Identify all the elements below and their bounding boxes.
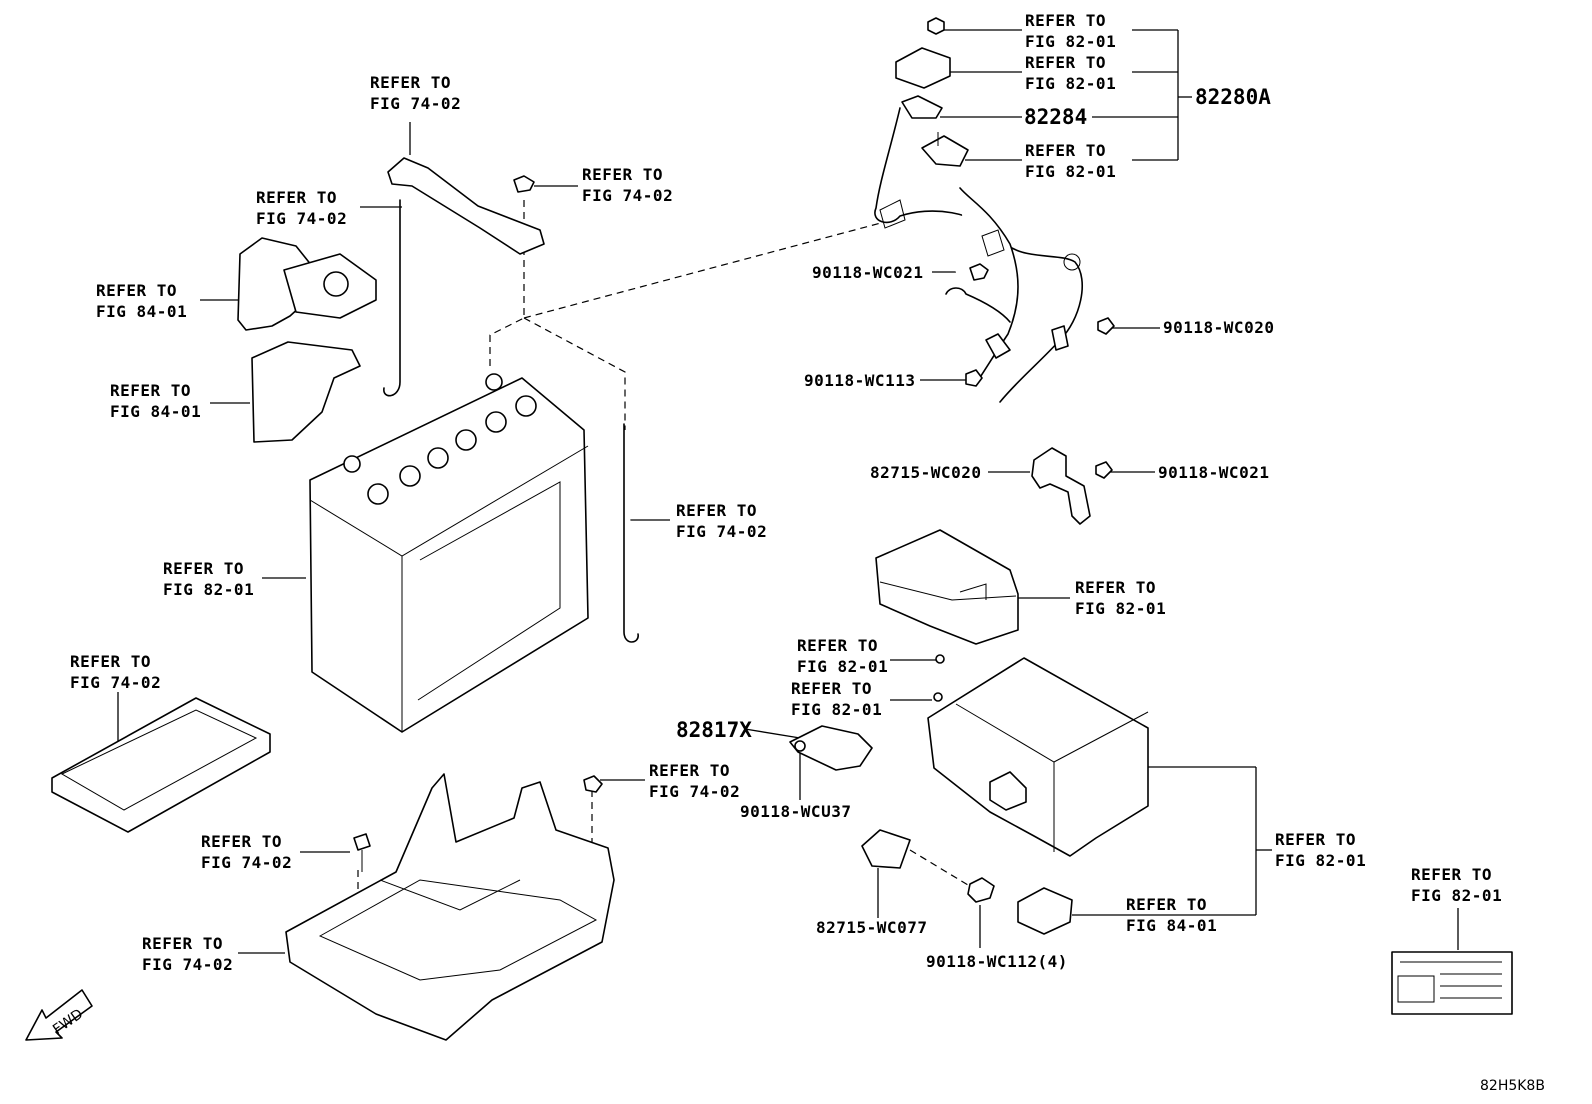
bolt-wc112-drawing — [967, 877, 995, 903]
ref-label-10a: REFER TO — [163, 559, 244, 578]
labels: REFER TO FIG 82-01 REFER TO FIG 82-01 RE… — [70, 11, 1545, 1094]
ref-label-13b: FIG 82-01 — [791, 700, 882, 719]
ref-label-20a: REFER TO — [1411, 865, 1492, 884]
ref-label-6b: FIG 74-02 — [256, 209, 347, 228]
connector-drawing — [1017, 887, 1073, 935]
part-90118-wc020: 90118-WC020 — [1163, 318, 1274, 337]
battery-terminal-caps — [343, 373, 537, 505]
ref-label-11b: FIG 82-01 — [1075, 599, 1166, 618]
bracket-82715-wc020-drawing — [1031, 447, 1091, 525]
leader-lines — [117, 29, 1459, 954]
part-90118-wcu37: 90118-WCU37 — [740, 802, 851, 821]
ref-label-15a: REFER TO — [649, 761, 730, 780]
diagram-code: 82H5K8B — [1480, 1078, 1545, 1094]
ref-label-1b: FIG 82-01 — [1025, 32, 1116, 51]
nut-icon-b — [933, 692, 943, 702]
battery-tray-drawing — [51, 697, 271, 833]
ref-label-15b: FIG 74-02 — [649, 782, 740, 801]
ref-label-11a: REFER TO — [1075, 578, 1156, 597]
ref-label-14b: FIG 74-02 — [70, 673, 161, 692]
ecu-cover-drawing — [875, 529, 1019, 645]
bracket-82715-wc077-drawing — [861, 829, 911, 869]
ref-label-8a: REFER TO — [110, 381, 191, 400]
part-82284: 82284 — [1024, 105, 1087, 129]
ref-label-5b: FIG 74-02 — [582, 186, 673, 205]
ref-label-4b: FIG 74-02 — [370, 94, 461, 113]
part-90118-wc021-b: 90118-WC021 — [1158, 463, 1269, 482]
ref-label-17a: REFER TO — [142, 934, 223, 953]
clip-bolt-icon — [794, 740, 806, 752]
part-90118-wc021-a: 90118-WC021 — [812, 263, 923, 282]
ref-label-8b: FIG 84-01 — [110, 402, 201, 421]
ref-label-17b: FIG 74-02 — [142, 955, 233, 974]
ref-label-14a: REFER TO — [70, 652, 151, 671]
part-82715-wc077: 82715-WC077 — [816, 918, 927, 937]
bolt-icons-right — [965, 263, 1115, 479]
ref-label-4a: REFER TO — [370, 73, 451, 92]
fwd-arrow-icon: FWD — [25, 989, 93, 1041]
ecu-main-drawing — [927, 657, 1149, 857]
ref-label-3b: FIG 82-01 — [1025, 162, 1116, 181]
battery-drawing — [309, 373, 589, 733]
hold-down-clamp-drawing — [383, 157, 639, 643]
ref-label-9a: REFER TO — [676, 501, 757, 520]
ref-label-7b: FIG 84-01 — [96, 302, 187, 321]
ref-label-5a: REFER TO — [582, 165, 663, 184]
ref-label-16a: REFER TO — [201, 832, 282, 851]
ref-label-19b: FIG 84-01 — [1126, 916, 1217, 935]
ref-label-2a: REFER TO — [1025, 53, 1106, 72]
ref-label-9b: FIG 74-02 — [676, 522, 767, 541]
clip-82817x-drawing — [789, 725, 873, 771]
ref-label-18b: FIG 82-01 — [1275, 851, 1366, 870]
fuse-block-drawing — [237, 237, 377, 443]
part-82817x: 82817X — [676, 718, 752, 742]
ref-label-16b: FIG 74-02 — [201, 853, 292, 872]
ref-label-10b: FIG 82-01 — [163, 580, 254, 599]
ref-label-1a: REFER TO — [1025, 11, 1106, 30]
ref-label-20b: FIG 82-01 — [1411, 886, 1502, 905]
label-sticker-drawing — [1391, 951, 1513, 1015]
ref-label-2b: FIG 82-01 — [1025, 74, 1116, 93]
part-90118-wc113: 90118-WC113 — [804, 371, 915, 390]
ref-label-18a: REFER TO — [1275, 830, 1356, 849]
ref-label-13a: REFER TO — [791, 679, 872, 698]
part-82715-wc020: 82715-WC020 — [870, 463, 981, 482]
ref-label-7a: REFER TO — [96, 281, 177, 300]
assembly-dashed-lines — [357, 200, 969, 965]
ref-label-12b: FIG 82-01 — [797, 657, 888, 676]
part-82280a: 82280A — [1195, 85, 1271, 109]
nut-icon-a — [935, 654, 945, 664]
ref-label-3a: REFER TO — [1025, 141, 1106, 160]
ref-label-19a: REFER TO — [1126, 895, 1207, 914]
ref-label-12a: REFER TO — [797, 636, 878, 655]
part-90118-wc112: 90118-WC112(4) — [926, 952, 1068, 971]
battery-cable-assembly-drawing — [874, 17, 1083, 403]
ref-label-6a: REFER TO — [256, 188, 337, 207]
battery-base-drawing — [285, 773, 615, 1041]
